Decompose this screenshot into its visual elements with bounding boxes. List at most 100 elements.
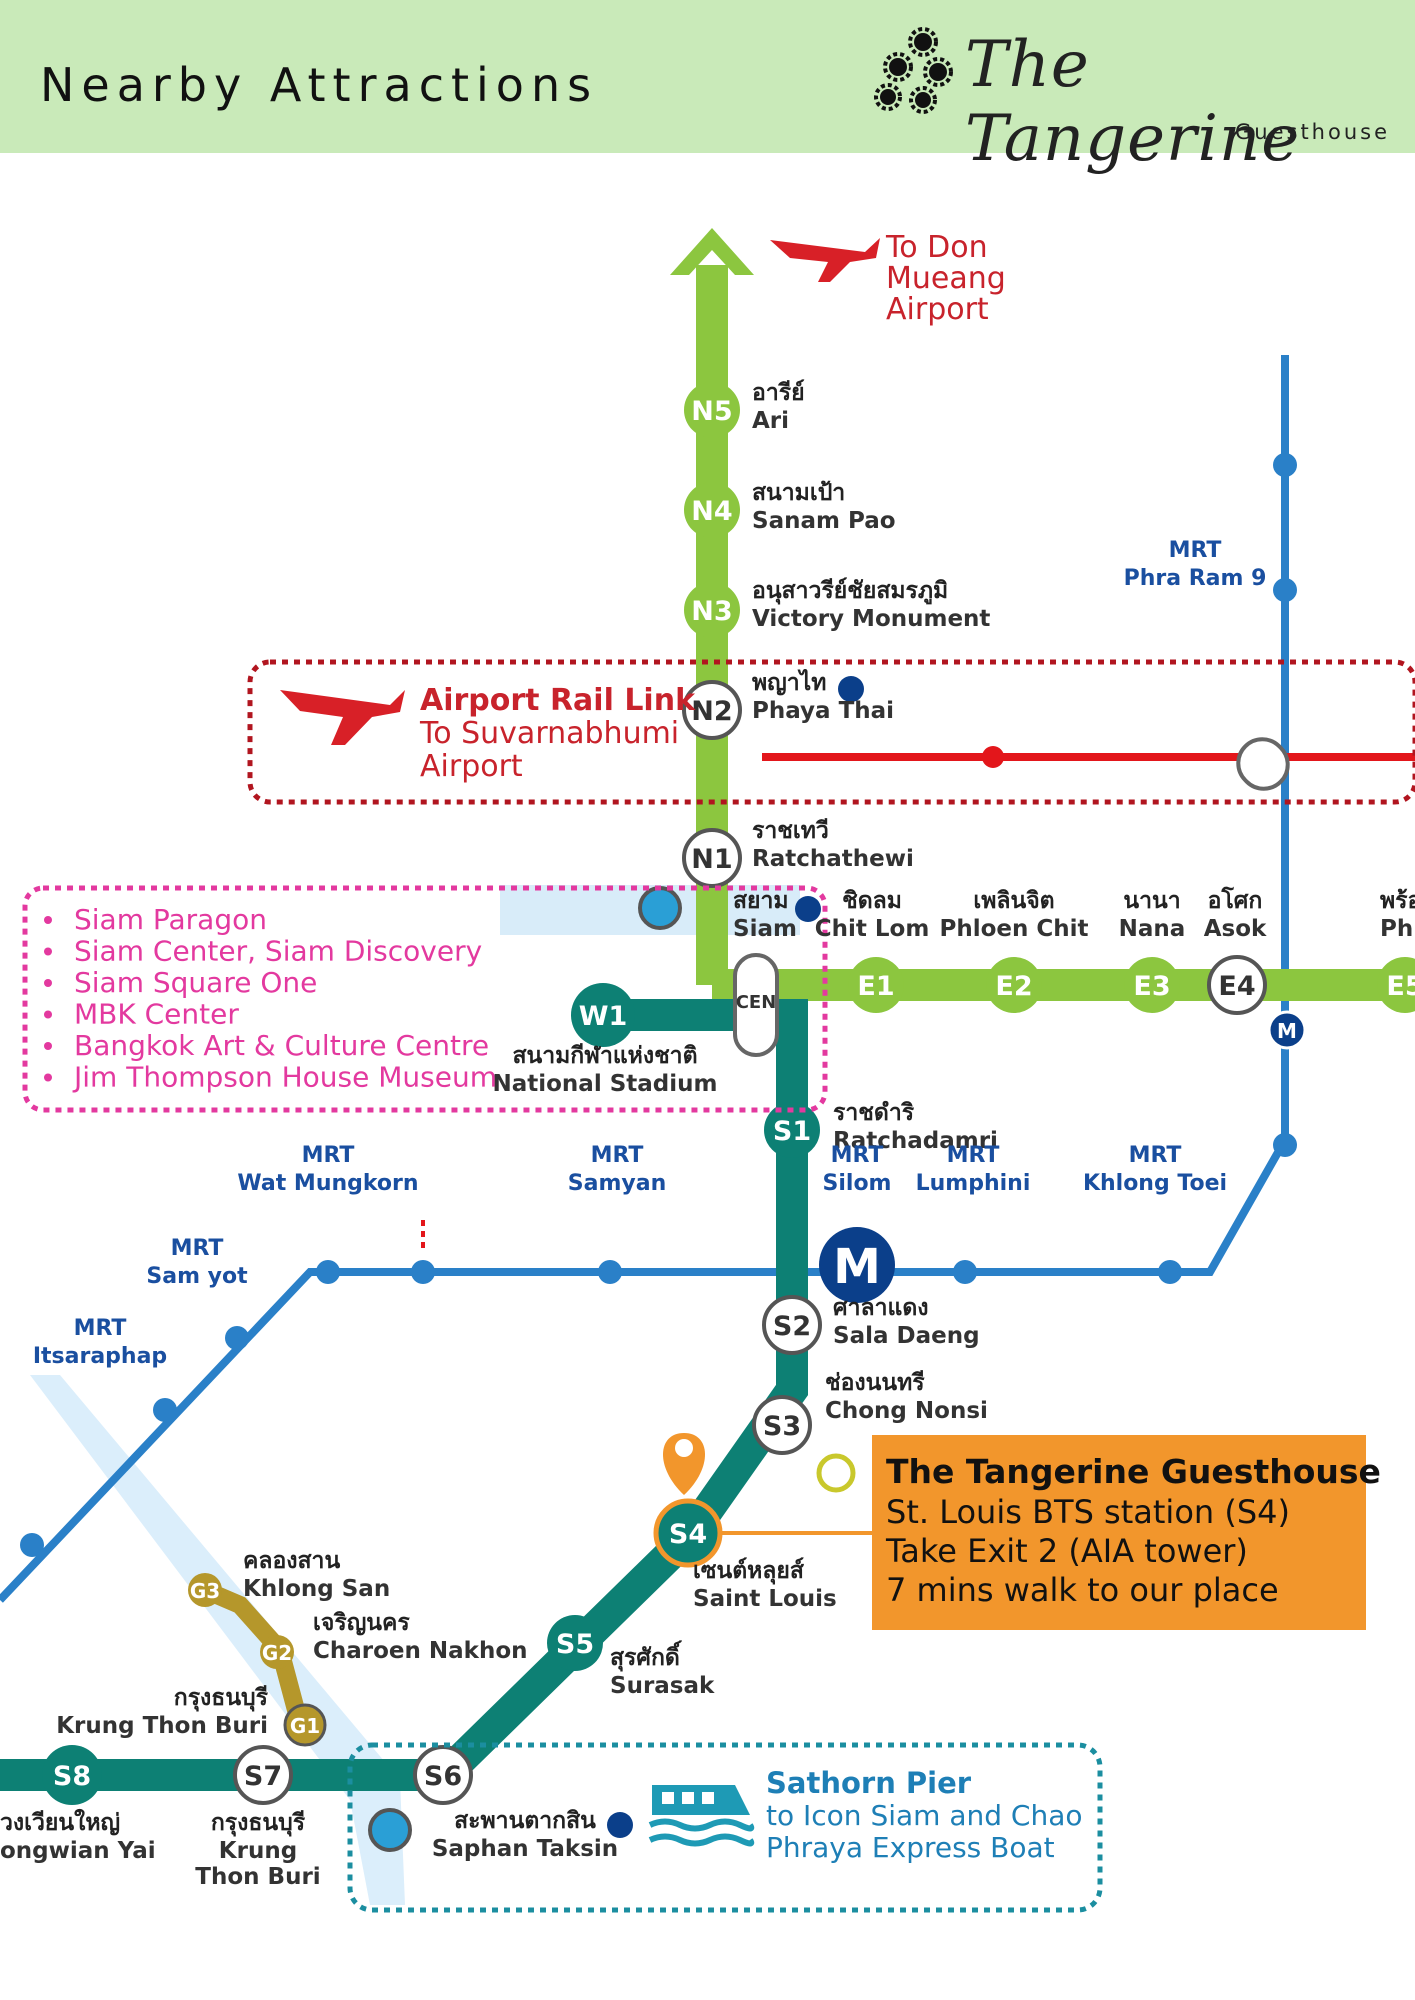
station-english-name: Saint Louis: [693, 1586, 837, 1612]
station-thai-name: ช่องนนทรี: [825, 1370, 925, 1396]
station-english-name: Victory Monument: [752, 606, 990, 632]
station-code-n4: N4: [691, 496, 732, 527]
svg-text:M: M: [1277, 1019, 1297, 1043]
nearby-item: Bangkok Art & Culture Centre: [74, 1029, 489, 1062]
guesthouse-direction-line: St. Louis BTS station (S4): [886, 1493, 1290, 1531]
station-label-n3: อนุสาวรีย์ชัยสมรภูมิVictory Monument: [752, 577, 990, 632]
station-code-e5: E5: [1386, 971, 1415, 1002]
mrt-prefix: MRT: [831, 1143, 884, 1168]
station-english-name: Ari: [752, 408, 789, 434]
station-english-name: Ratchadamri: [833, 1128, 998, 1154]
bullet-icon: [44, 1073, 52, 1082]
mrt-prefix: MRT: [947, 1143, 1000, 1168]
station-english-name: Chit Lom: [815, 916, 930, 942]
station-code-g2: G2: [262, 1641, 292, 1665]
station-code-g3: G3: [190, 1579, 220, 1603]
station-thai-name: สยาม: [733, 888, 789, 914]
station-code-s5: S5: [556, 1629, 594, 1660]
nearby-item: Jim Thompson House Museum: [72, 1061, 497, 1094]
station-thai-name: ราชดำริ: [833, 1100, 915, 1126]
station-english-name: Sala Daeng: [833, 1323, 980, 1349]
station-code-e4: E4: [1218, 971, 1255, 1002]
station-thai-name: เจริญนคร: [313, 1610, 410, 1636]
station-english-name: Siam: [733, 916, 797, 942]
station-thai-name: วงเวียนใหญ่: [0, 1808, 120, 1836]
station-code-e2: E2: [995, 971, 1032, 1002]
flower-logo-icon: [874, 27, 953, 114]
guesthouse-direction-line: Take Exit 2 (AIA tower): [885, 1532, 1248, 1570]
pier-description-line: Phraya Express Boat: [766, 1831, 1055, 1864]
station-code-g1: G1: [290, 1714, 320, 1738]
bullet-icon: [44, 1010, 52, 1019]
station-label-s5: สุรศักดิ์Surasak: [610, 1640, 715, 1699]
station-english-name: Chong Nonsi: [825, 1398, 988, 1424]
mrt-prefix: MRT: [1169, 538, 1222, 563]
station-thai-name: สุรศักดิ์: [610, 1640, 682, 1672]
station-thai-name: ราชเทวี: [752, 818, 829, 844]
pier-icon: [368, 886, 682, 1852]
page-title: Nearby Attractions: [40, 58, 599, 112]
brand-name: The Tangerine: [965, 28, 1301, 176]
mrt-station-label: MRT Sam yot: [146, 1236, 248, 1289]
station-code-e3: E3: [1133, 971, 1170, 1002]
station-label-s3: ช่องนนทรีChong Nonsi: [825, 1370, 988, 1424]
station-english-name: Khlong San: [243, 1576, 390, 1602]
mrt-name: Wat Mungkorn: [237, 1171, 418, 1196]
mrt-station-label: MRT Itsaraphap: [33, 1316, 167, 1369]
pier-description-line: to Icon Siam and Chao: [766, 1799, 1083, 1832]
north-arrow-icon: [670, 228, 754, 275]
mrt-stops: [20, 453, 1297, 1557]
station-label-s4: เซนต์หลุยส์Saint Louis: [693, 1557, 837, 1612]
teal-station-markers: [42, 983, 822, 1805]
nearby-item: Siam Square One: [74, 966, 317, 999]
bullet-icon: [44, 947, 52, 956]
pier-title: Sathorn Pier: [766, 1766, 972, 1800]
guesthouse-directions: St. Louis BTS station (S4)Take Exit 2 (A…: [885, 1493, 1290, 1609]
station-thai-name: กรุงธนบุรี: [211, 1810, 306, 1837]
station-label-g1: กรุงธนบุรีKrung Thon Buri: [56, 1685, 268, 1739]
station-code-cen: CEN: [736, 992, 777, 1013]
station-thai-name: อโศก: [1208, 886, 1263, 914]
station-english-name: Phrom: [1380, 916, 1415, 942]
mrt-prefix: MRT: [171, 1236, 224, 1261]
header-banner: Nearby Attractions The Tangerine Guestho…: [0, 0, 1415, 176]
station-label-e5: พร้อมPhrom: [1380, 888, 1415, 942]
mrt-prefix: MRT: [591, 1143, 644, 1168]
station-thai-name: อารีย์: [752, 379, 805, 406]
station-english-name: Ratchathewi: [752, 846, 914, 872]
station-label-n5: อารีย์Ari: [752, 379, 805, 434]
arl-stops: [982, 746, 1004, 768]
station-english-name: Saphan Taksin: [432, 1836, 618, 1862]
station-english-name: Charoen Nakhon: [313, 1638, 528, 1664]
nearby-item: Siam Paragon: [74, 903, 267, 936]
mrt-name: Sam yot: [146, 1264, 248, 1289]
svg-text:M: M: [833, 1239, 881, 1295]
chao-phraya-river: [30, 1375, 405, 1905]
station-label-w1: สนามกีฬาแห่งชาติNational Stadium: [492, 1043, 717, 1097]
bullet-icon: [44, 916, 52, 924]
mrt-prefix: MRT: [74, 1316, 127, 1341]
station-code-n5: N5: [691, 396, 732, 427]
station-code-n3: N3: [691, 596, 732, 627]
station-label-s1: ราชดำริRatchadamri: [833, 1100, 998, 1154]
station-code-s3: S3: [763, 1411, 801, 1442]
brand-subtitle: Guesthouse: [1235, 120, 1391, 144]
mrt-name: Itsaraphap: [33, 1344, 167, 1369]
station-english-name: Phloen Chit: [939, 916, 1088, 942]
